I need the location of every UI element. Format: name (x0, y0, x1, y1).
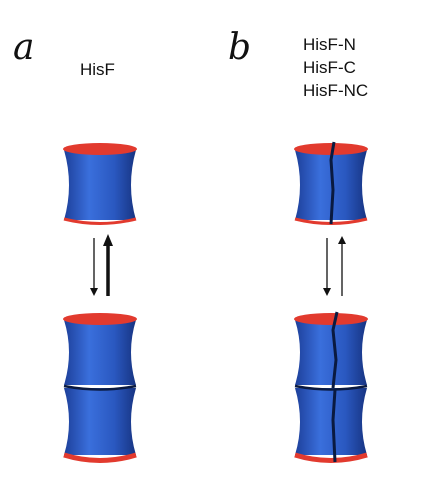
arrow-head-down (90, 288, 98, 296)
barrel-top-rim (63, 143, 137, 155)
lower-barrel-body (295, 388, 367, 455)
barrel-body (295, 150, 367, 220)
panel-b-monomer (294, 141, 368, 225)
upper-barrel-rim (294, 313, 368, 325)
lower-barrel-body (64, 388, 136, 455)
panel-a-letter: a (13, 27, 35, 68)
panel-b-equilibrium-arrows (323, 236, 346, 296)
panel-a-dimer (63, 313, 137, 463)
panel-a-equilibrium-arrows (90, 234, 113, 296)
hisf-label: HisF (80, 60, 115, 79)
hisf-n-label: HisF-N (303, 35, 356, 54)
panel-a-monomer (63, 143, 137, 225)
barrel-top-rim (294, 143, 368, 155)
upper-barrel-body (64, 320, 136, 385)
barrel-body (64, 150, 136, 220)
hisf-nc-label: HisF-NC (303, 81, 369, 100)
lower-half-barrel-seam (331, 389, 337, 463)
upper-half-barrel-seam (331, 311, 339, 389)
dimer-interface (63, 384, 137, 391)
panel-b-dimer (294, 311, 368, 463)
lower-barrel-rim (294, 452, 368, 463)
upper-barrel-body (295, 320, 367, 385)
dimer-interface (294, 384, 368, 391)
panel-b-letter: b (228, 27, 252, 68)
hisf-c-label: HisF-C (303, 58, 356, 77)
barrel-bottom-rim (63, 217, 137, 225)
arrow-head-up (103, 234, 113, 246)
half-barrel-seam (329, 141, 336, 225)
arrow-head-up (338, 236, 346, 244)
arrow-head-down (323, 288, 331, 296)
upper-barrel-rim (63, 313, 137, 325)
lower-barrel-rim (63, 452, 137, 463)
